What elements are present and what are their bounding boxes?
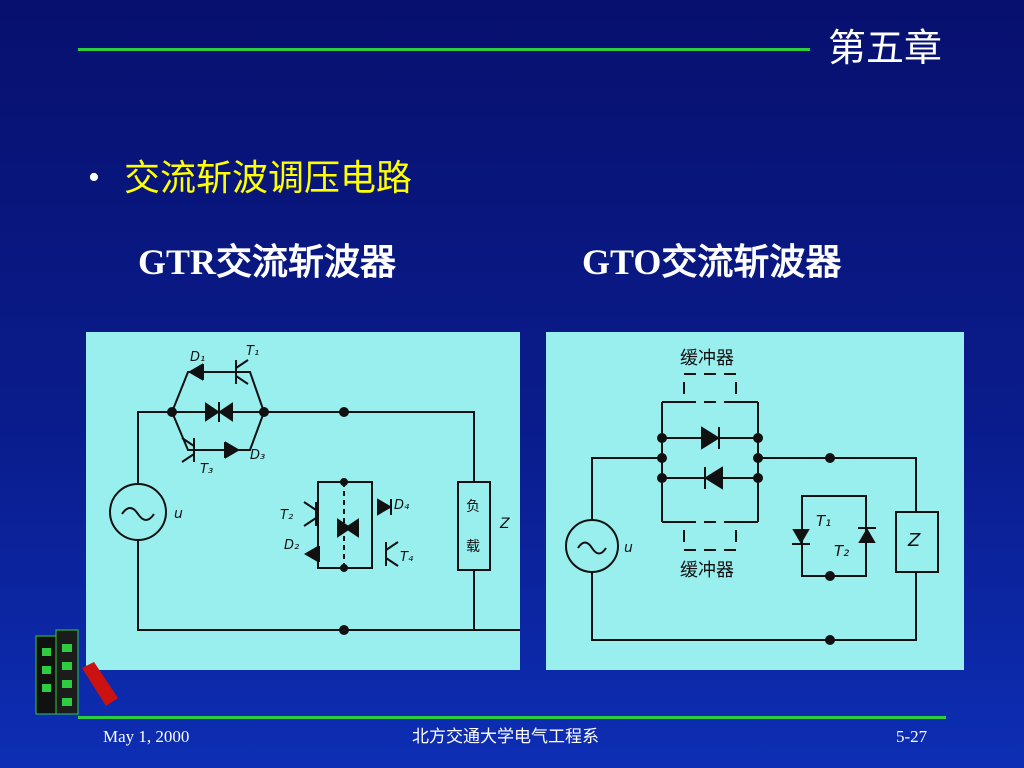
load-box: [895, 511, 939, 573]
label-d4: D₄: [394, 498, 410, 513]
label-t1: T₁: [816, 512, 832, 530]
caption-gto: GTO交流斩波器: [582, 242, 842, 282]
label-t4: T₄: [400, 550, 414, 565]
label-u: u: [174, 506, 183, 522]
bullet-marker: •: [88, 159, 100, 196]
gtr-circuit-diagram: D₁ T₁ T₃ D₃ T₂ D₂ D₄ T₄ u Z 负 载: [86, 332, 520, 670]
footer-institution: 北方交通大学电气工程系: [412, 727, 599, 746]
label-t3: T₃: [200, 462, 214, 477]
label-d2: D₂: [284, 538, 300, 553]
label-t2: T₂: [280, 508, 294, 523]
header-divider: [78, 48, 810, 51]
chapter-title: 第五章: [828, 28, 943, 70]
label-t1: T₁: [246, 344, 260, 359]
caption-gtr: GTR交流斩波器: [138, 242, 397, 282]
page-number: 5-27: [896, 727, 928, 746]
load-label-top: 负: [466, 499, 480, 515]
ac-source-symbol: [109, 483, 167, 541]
load-box: [457, 481, 491, 571]
gto-circuit-diagram: 缓冲器 缓冲器 u T₁ T₂ Z: [546, 332, 964, 670]
label-d1: D₁: [190, 350, 206, 365]
slide-heading: 交流斩波调压电路: [124, 158, 413, 198]
label-z: Z: [908, 530, 921, 551]
label-d3: D₃: [250, 448, 266, 463]
footer-divider: [78, 716, 946, 719]
label-z: Z: [500, 516, 510, 532]
books-icon: [30, 628, 122, 725]
buffer-label-top: 缓冲器: [680, 348, 734, 369]
footer-date: May 1, 2000: [103, 727, 190, 746]
label-t2: T₂: [834, 542, 850, 560]
sine-wave-icon: [121, 507, 155, 521]
label-u: u: [624, 540, 633, 556]
ac-source-symbol: [565, 519, 619, 573]
sine-wave-icon: [577, 541, 607, 555]
buffer-label-bottom: 缓冲器: [680, 560, 734, 581]
load-label-bottom: 载: [466, 539, 480, 555]
